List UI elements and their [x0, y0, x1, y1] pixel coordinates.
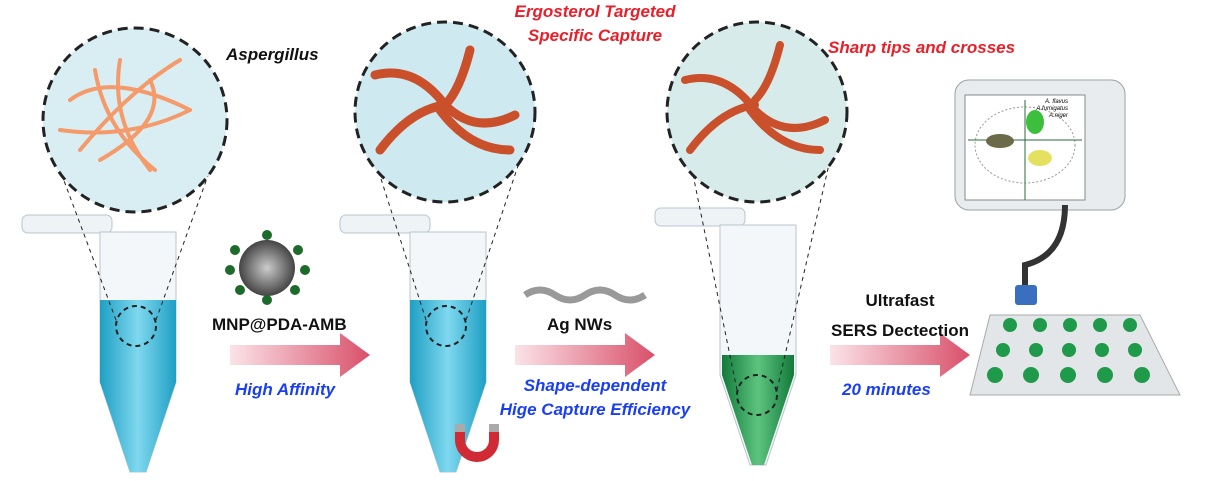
- tube-1: [21, 214, 177, 473]
- raman-device-icon: A. flavus A.fumigatus A.niger: [954, 79, 1181, 396]
- device-legend-flavus: A. flavus: [1044, 99, 1068, 105]
- zoom-circle-3: [665, 20, 849, 391]
- label-ag-nws: Ag NWs: [547, 315, 613, 334]
- hyphae-icon: [58, 58, 192, 172]
- label-ultrafast: Ultrafast: [865, 291, 935, 310]
- label-mnp: MNP@PDA-AMB: [212, 315, 347, 334]
- label-shape-dependent: Shape-dependent Hige Capture Efficiency: [470, 374, 720, 422]
- label-ergosterol-line1: Ergosterol Targeted: [514, 2, 676, 21]
- tube-3: [654, 207, 797, 466]
- zoom-circle-1: [41, 26, 229, 321]
- tube-2: [339, 214, 487, 473]
- mnp-particle-icon: [225, 230, 310, 305]
- arrow-1: [230, 333, 370, 377]
- label-sers: Ultrafast SERS Dectection: [810, 286, 990, 346]
- label-shape-dep-line1: Shape-dependent: [523, 376, 667, 395]
- magnet-icon: [455, 424, 499, 462]
- label-shape-dep-line2: Hige Capture Efficiency: [499, 400, 691, 419]
- device-legend-niger: A.niger: [1048, 113, 1069, 119]
- zoom-circle-2: [353, 20, 537, 321]
- label-sharp-tips: Sharp tips and crosses: [828, 38, 1016, 57]
- arrow-2: [515, 333, 655, 377]
- device-legend-fumigatus: A.fumigatus: [1035, 106, 1068, 112]
- captured-hyphae-icon: [370, 45, 520, 155]
- nanowire-hyphae-icon: [681, 41, 829, 154]
- label-20-minutes: 20 minutes: [842, 380, 931, 399]
- label-ergosterol: Ergosterol Targeted Specific Capture: [480, 2, 710, 46]
- label-sers-detection: SERS Dectection: [831, 321, 969, 340]
- nanowire-icon: [523, 286, 647, 304]
- label-aspergillus: Aspergillus: [226, 45, 319, 64]
- label-high-affinity: High Affinity: [235, 380, 336, 399]
- label-ergosterol-line2: Specific Capture: [527, 26, 663, 45]
- arrow-3: [830, 333, 970, 377]
